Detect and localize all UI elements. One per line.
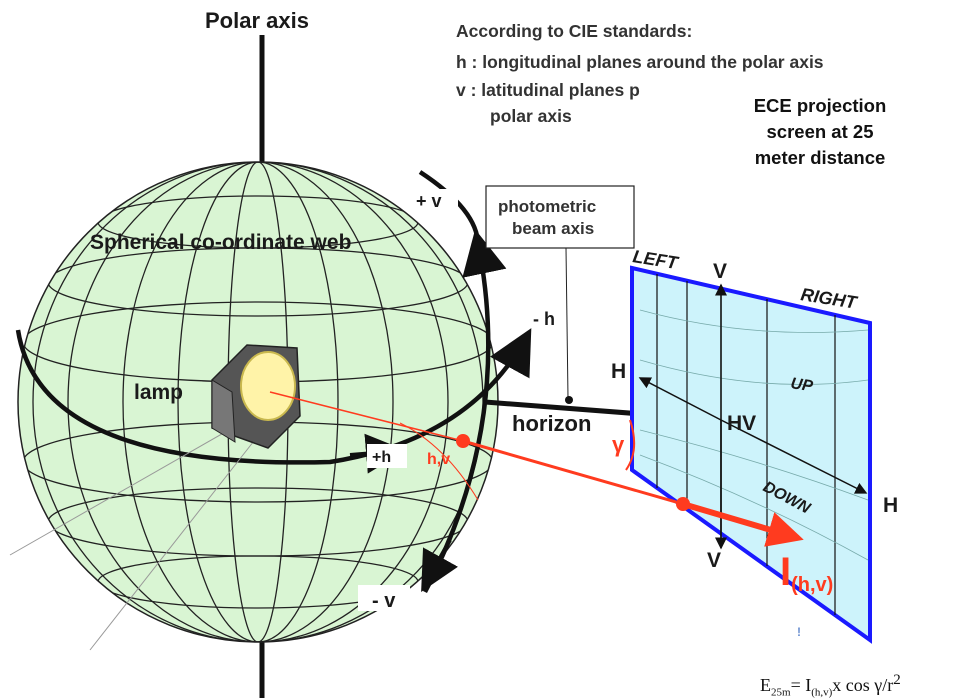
plus-h-label: +h bbox=[372, 449, 391, 466]
photometric-line2: beam axis bbox=[512, 219, 594, 238]
minus-v-label: - v bbox=[372, 590, 396, 612]
photometric-pointer bbox=[565, 247, 569, 399]
ece-line-3: meter distance bbox=[754, 147, 886, 168]
hv-arc bbox=[399, 422, 479, 501]
hv-point-label: h,v bbox=[427, 451, 450, 468]
photometric-box bbox=[485, 185, 635, 249]
h-axis-left bbox=[638, 377, 722, 421]
screen-h-left: H bbox=[611, 360, 626, 383]
red-ray bbox=[462, 439, 691, 508]
screen-h-right: H bbox=[883, 494, 898, 517]
cie-v-line-cont: polar axis bbox=[490, 106, 572, 126]
lamp-face bbox=[240, 351, 296, 421]
small-mark: ! bbox=[797, 625, 801, 639]
projection-screen bbox=[630, 265, 872, 644]
intensity-label: I(h,v) bbox=[780, 550, 833, 596]
screen-hit-point bbox=[676, 497, 690, 511]
cie-h-line: h : longitudinal planes around the polar… bbox=[456, 52, 824, 72]
intensity-arrow bbox=[682, 501, 804, 547]
gamma-label: γ bbox=[612, 432, 625, 457]
ece-line-2: screen at 25 bbox=[766, 121, 874, 142]
thin-ray bbox=[269, 391, 464, 442]
screen-up-label: UP bbox=[789, 375, 814, 395]
minus-h-label: - h bbox=[533, 309, 555, 329]
horizon-curve bbox=[15, 328, 532, 465]
polar-axis-title: Polar axis bbox=[205, 8, 309, 33]
vertical-curve-upper bbox=[418, 170, 481, 246]
gamma-arc bbox=[625, 419, 636, 471]
screen-v-bottom: V bbox=[707, 549, 721, 572]
cie-v-line: v : latitudinal planes p bbox=[456, 80, 640, 100]
h-axis bbox=[720, 419, 868, 494]
photometric-line1: photometric bbox=[498, 197, 596, 216]
screen-v-top: V bbox=[713, 260, 727, 283]
cie-heading: According to CIE standards: bbox=[456, 21, 693, 41]
plus-v-label: + v bbox=[416, 191, 442, 211]
screen-hv: HV bbox=[727, 412, 756, 435]
lamp-label: lamp bbox=[134, 381, 183, 404]
horizon-label: horizon bbox=[512, 411, 591, 436]
lamp-side bbox=[211, 379, 236, 443]
ece-note: ECE projection screen at 25 meter distan… bbox=[720, 93, 920, 171]
web-label: Spherical co-ordinate web bbox=[90, 231, 351, 254]
screen-curves bbox=[639, 309, 869, 561]
illuminance-formula: E25m= I(h,v)x cos γ/r2 bbox=[760, 672, 901, 699]
hv-point bbox=[456, 434, 470, 448]
minus-v-arrow bbox=[421, 539, 459, 592]
ece-line-1: ECE projection bbox=[753, 95, 887, 116]
photometric-dot bbox=[565, 396, 573, 404]
